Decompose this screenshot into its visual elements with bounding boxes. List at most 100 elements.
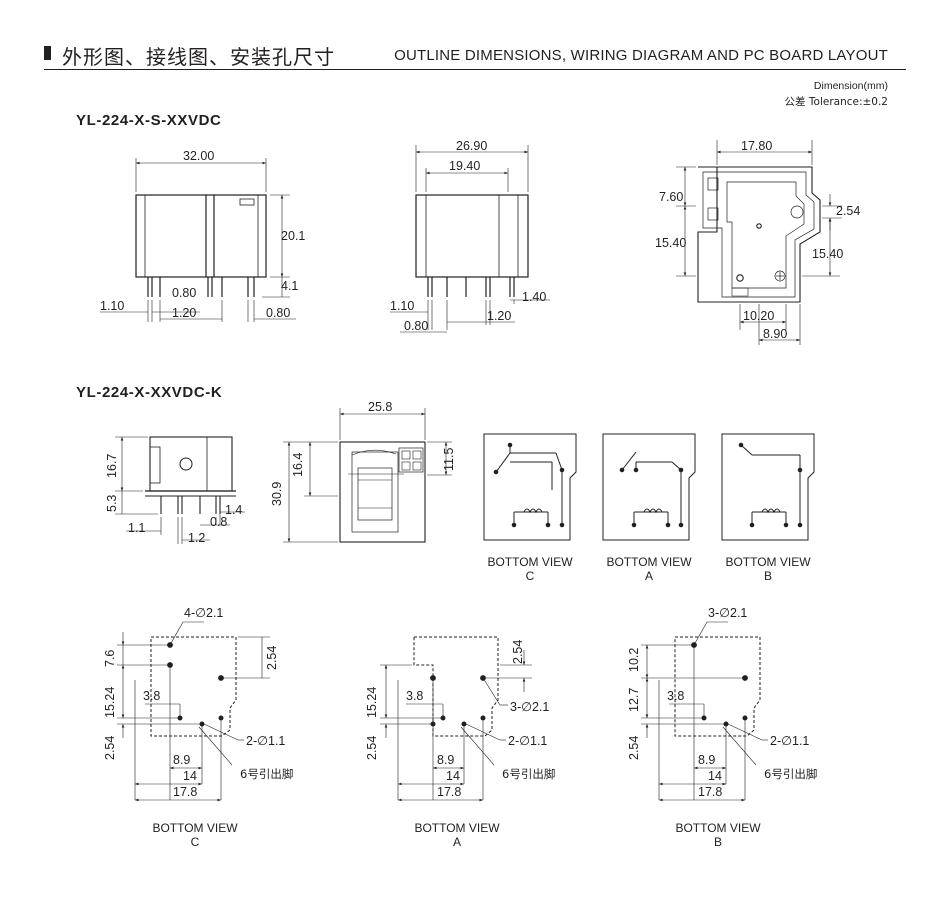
pcb-b-letter: B <box>714 835 722 849</box>
title-chinese: 外形图、接线图、安装孔尺寸 <box>62 45 335 69</box>
k-dim-5-3: 5.3 <box>105 495 119 512</box>
dim-0-80-c: 0.80 <box>404 319 428 333</box>
pcb-a-holes-2: 2-∅1.1 <box>508 734 547 748</box>
wiring-b-title: BOTTOM VIEW <box>725 555 811 569</box>
dim-19-40: 19.40 <box>449 159 480 173</box>
pcb-a-dim-3-8: 3.8 <box>406 689 423 703</box>
wiring-c-title: BOTTOM VIEW <box>487 555 573 569</box>
pcb-b-dim-2-54: 2.54 <box>627 736 641 760</box>
pcb-c-dim-14: 14 <box>183 769 197 783</box>
pcb-b-outline <box>674 636 761 737</box>
pcb-c-dim-8-9: 8.9 <box>173 753 190 767</box>
pcb-a-holes-3: 3-∅2.1 <box>510 700 549 714</box>
pcb-b-dim-8-9: 8.9 <box>698 753 715 767</box>
wiring-diagram-b <box>721 433 815 541</box>
k-side-view <box>283 408 452 543</box>
header-rule <box>44 69 906 70</box>
pcb-c-dim-7-6: 7.6 <box>103 650 117 667</box>
pcb-b-title: BOTTOM VIEW <box>675 821 761 835</box>
pcb-c-dim-3-8: 3.8 <box>143 689 160 703</box>
pcb-c-dim-2-54-b: 2.54 <box>265 646 279 670</box>
pcb-c-dim-2-54: 2.54 <box>103 736 117 760</box>
pcb-c-letter: C <box>191 835 200 849</box>
relay-body-side <box>415 194 529 278</box>
k-dim-16-4: 16.4 <box>291 453 305 477</box>
dim-1-20-b: 1.20 <box>487 309 511 323</box>
k-dim-11-5: 11.5 <box>442 448 456 471</box>
dim-7-60: 7.60 <box>659 190 683 204</box>
side-view-s <box>390 145 550 333</box>
wiring-b-letter: B <box>764 569 772 583</box>
k-dim-0-8: 0.8 <box>210 515 227 529</box>
pcb-b-dim-17-8: 17.8 <box>698 785 722 799</box>
pcb-c-dim-15-24: 15.24 <box>103 687 117 718</box>
k-front-view <box>115 436 245 544</box>
pcb-b-dim-14: 14 <box>708 769 722 783</box>
pcb-a-title: BOTTOM VIEW <box>414 821 500 835</box>
pcb-c-outline <box>150 636 237 737</box>
dimension-unit: Dimension(mm) <box>813 80 888 92</box>
dim-1-10-a: 1.10 <box>100 299 124 313</box>
pcb-a-letter: A <box>453 835 461 849</box>
front-view-s <box>100 158 296 322</box>
pcb-a-dim-8-9: 8.9 <box>437 753 454 767</box>
pcb-c-dim-17-8: 17.8 <box>173 785 197 799</box>
pcb-a-dim-2-54-b: 2.54 <box>511 640 525 664</box>
bottom-outline-shape <box>697 166 821 303</box>
pcb-b-dim-12-7: 12.7 <box>627 688 641 712</box>
pcb-b-dim-3-8: 3.8 <box>667 689 684 703</box>
dim-15-40-a: 15.40 <box>655 236 686 250</box>
header-marker <box>44 46 51 60</box>
pcb-layout-c <box>117 621 270 802</box>
pcb-c-pin-6: 6号引出脚 <box>240 767 293 781</box>
bottom-outline-s <box>676 140 842 345</box>
k-dim-1-2: 1.2 <box>188 531 205 545</box>
dim-0-80-a: 0.80 <box>172 286 196 300</box>
dim-1-20-a: 1.20 <box>172 306 196 320</box>
k-dim-25-8: 25.8 <box>368 400 392 414</box>
pcb-c-title: BOTTOM VIEW <box>152 821 238 835</box>
pcb-c-holes-2: 2-∅1.1 <box>246 734 285 748</box>
k-side-body <box>339 441 426 543</box>
k-dim-16-7: 16.7 <box>105 454 119 478</box>
pcb-c-holes-4: 4-∅2.1 <box>184 606 223 620</box>
k-relay-body <box>149 436 233 492</box>
pcb-b-holes-3: 3-∅2.1 <box>708 606 747 620</box>
dim-32-00: 32.00 <box>183 149 214 163</box>
pcb-a-dim-2-54: 2.54 <box>365 736 379 760</box>
wiring-diagram-c <box>483 433 577 541</box>
dim-10-20: 10.20 <box>743 309 774 323</box>
pcb-a-dim-15-24: 15.24 <box>365 687 379 718</box>
pcb-b-dim-10-2: 10.2 <box>627 648 641 672</box>
pcb-b-holes-2: 2-∅1.1 <box>770 734 809 748</box>
relay-body-front <box>135 194 267 278</box>
dim-1-40: 1.40 <box>522 290 546 304</box>
wiring-diagram-a <box>602 433 696 541</box>
k-dim-30-9: 30.9 <box>270 482 284 506</box>
dim-15-40-b: 15.40 <box>812 247 843 261</box>
k-dim-1-4: 1.4 <box>225 503 242 517</box>
wiring-a-letter: A <box>645 569 653 583</box>
dim-17-80: 17.80 <box>741 139 772 153</box>
model-label-top: YL-224-X-S-XXVDC <box>76 112 222 129</box>
dim-20-1: 20.1 <box>281 229 305 243</box>
dim-26-90: 26.90 <box>456 139 487 153</box>
dim-1-10-b: 1.10 <box>390 299 414 313</box>
title-english: OUTLINE DIMENSIONS, WIRING DIAGRAM AND P… <box>394 47 888 64</box>
pcb-layout-b <box>641 621 768 802</box>
pcb-b-pin-6: 6号引出脚 <box>764 767 817 781</box>
pcb-a-outline <box>413 636 499 737</box>
dim-4-1: 4.1 <box>281 279 298 293</box>
k-dim-1-1: 1.1 <box>128 521 145 535</box>
pcb-layout-a <box>380 636 532 802</box>
model-label-bottom: YL-224-X-XXVDC-K <box>76 384 223 401</box>
dim-8-90: 8.90 <box>763 327 787 341</box>
pcb-a-dim-14: 14 <box>446 769 460 783</box>
dim-2-54: 2.54 <box>836 204 860 218</box>
wiring-c-letter: C <box>526 569 535 583</box>
dim-0-80-b: 0.80 <box>266 306 290 320</box>
pcb-a-dim-17-8: 17.8 <box>437 785 461 799</box>
pcb-a-pin-6: 6号引出脚 <box>502 767 555 781</box>
wiring-a-title: BOTTOM VIEW <box>606 555 692 569</box>
